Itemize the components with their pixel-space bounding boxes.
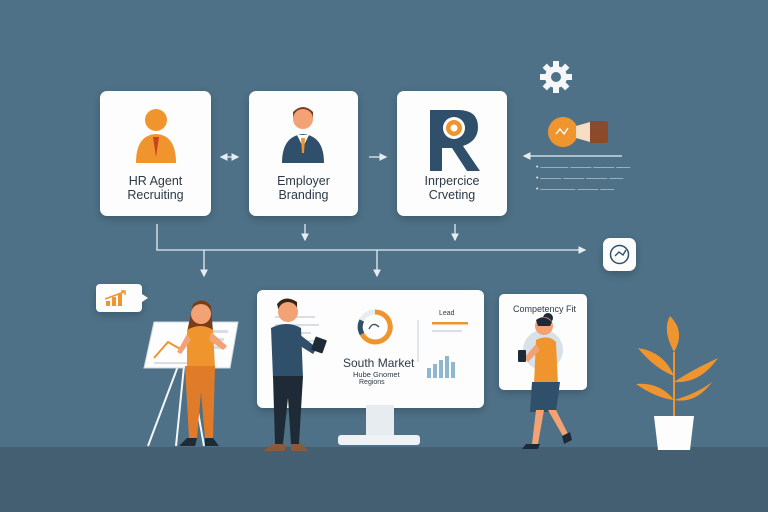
flow-card-r: Inrpercice Crveting — [397, 91, 507, 216]
megaphone-icon — [548, 117, 608, 147]
monitor-sub1: Hube Gnomet — [353, 370, 400, 379]
presenter-woman — [177, 300, 227, 446]
chat-chart-bubble — [96, 284, 148, 312]
monitor-sub2: Regions — [359, 379, 385, 386]
side-note: • ————— ——— —— — [536, 186, 615, 193]
monitor-heading: South Market — [343, 356, 415, 370]
board-title: Competency Fit — [513, 304, 577, 314]
card-label-line1: Employer — [277, 174, 330, 188]
plant-icon — [636, 316, 718, 450]
card-label-line1: HR Agent — [128, 174, 183, 188]
side-note: • ———— ——— ——— —— — [536, 164, 631, 171]
person-icon — [136, 109, 176, 163]
chat-chart-icon — [104, 290, 148, 306]
bar-chart-icon — [427, 356, 455, 378]
walking-woman — [518, 313, 572, 449]
card-label-line2: Crveting — [428, 188, 476, 202]
target-badge-icon — [609, 244, 630, 265]
floor — [0, 447, 768, 512]
donut-chart-icon — [357, 309, 393, 345]
gear-icon — [540, 61, 572, 93]
card-label-line2: Branding — [278, 188, 329, 202]
flow-card-employer-branding: Employer Branding — [249, 91, 358, 216]
monitor-stand — [338, 405, 420, 445]
card-label-line2: Recruiting — [127, 188, 184, 202]
side-note: • ——— ——— ——— —— — [536, 175, 624, 182]
presenter-man — [263, 298, 327, 451]
monitor-side-label: Lead — [439, 310, 455, 317]
target-badge — [603, 238, 636, 271]
letter-r-icon — [430, 110, 480, 171]
card-label-line1: Inrpercice — [424, 174, 480, 188]
businessman-icon — [282, 107, 324, 163]
flow-card-hr-agent: HR Agent Recruiting — [100, 91, 211, 216]
